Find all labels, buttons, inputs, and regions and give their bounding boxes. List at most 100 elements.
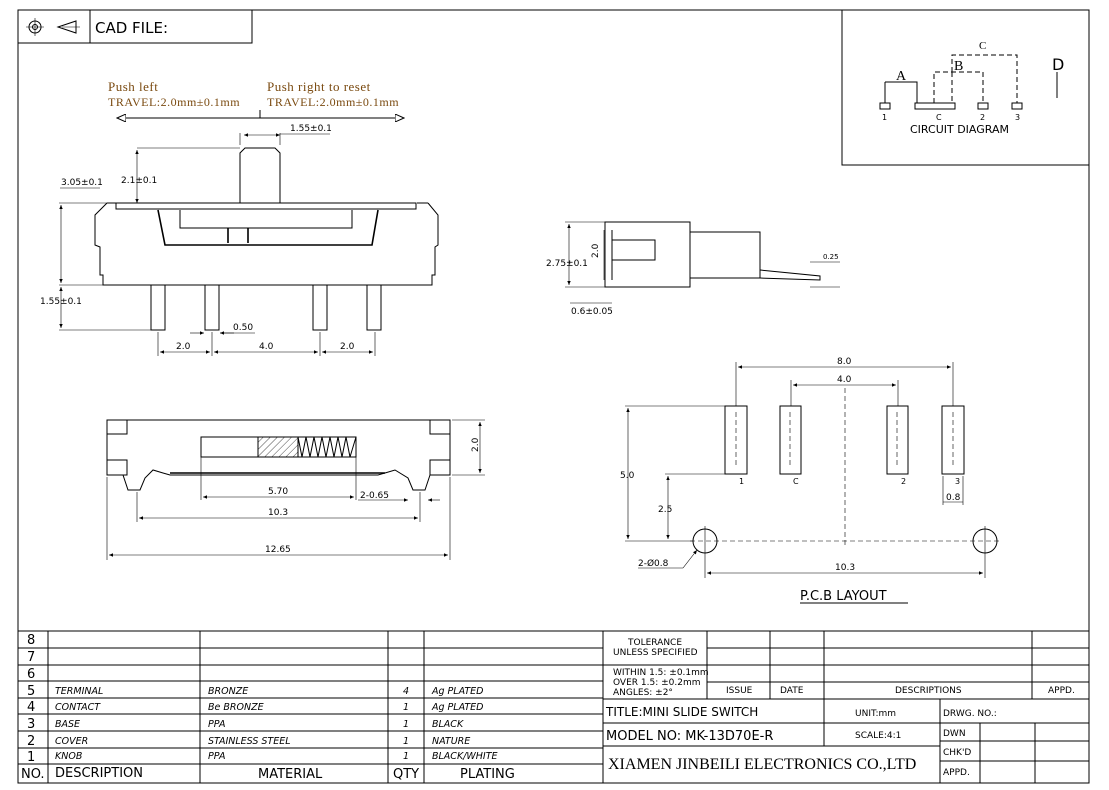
bom-description: COVER [55, 736, 88, 747]
drwg-no-label: DRWG. NO.: [943, 709, 997, 719]
pcb-dim-holes: 2-Ø0.8 [638, 558, 669, 569]
bom-header-no: NO. [21, 767, 45, 782]
bom-header-qty: QTY [393, 767, 419, 782]
bom-material: STAINLESS STEEL [208, 736, 291, 747]
chkd-label: CHK'D [943, 748, 971, 758]
bom-row-no-7: 7 [27, 650, 35, 665]
pcb-pad-c [779, 405, 802, 475]
bom-qty: 1 [403, 736, 409, 747]
bom-header-plating: PLATING [460, 767, 515, 782]
knob [239, 147, 281, 203]
circuit-label-d: D [1052, 55, 1064, 74]
bottom-view: 5.70 2-0.65 10.3 12.65 2.0 [106, 419, 485, 560]
circuit-label-c: C [979, 40, 986, 52]
descriptions-header: DESCRIPTIONS [895, 686, 962, 696]
pcb-title: P.C.B LAYOUT [800, 589, 887, 604]
circuit-diagram: A B C D 1 C 2 3 CIRCUIT DIAGRAM [841, 9, 1090, 166]
pcb-dim-height: 5.0 [620, 471, 635, 481]
circuit-label-b: B [954, 59, 963, 74]
circuit-pin-1: 1 [882, 113, 887, 122]
bom-description: CONTACT [55, 702, 101, 713]
title-block: TOLERANCE UNLESS SPECIFIED WITHIN 1.5: ±… [603, 631, 1089, 783]
tolerance-within: WITHIN 1.5: ±0.1mm [613, 668, 709, 678]
dim-pitch-left: 2.0 [176, 342, 191, 352]
dim-notch-span: 10.3 [268, 508, 288, 518]
tolerance-angles: ANGLES: ±2° [613, 688, 673, 698]
dim-pitch-center: 4.0 [259, 342, 274, 352]
front-view: Push left TRAVEL:2.0mm±0.1mm Push right … [40, 79, 439, 356]
bom-plating: BLACK [432, 719, 464, 730]
bom-no: 2 [27, 734, 35, 749]
travel-right-label: TRAVEL:2.0mm±0.1mm [267, 95, 399, 109]
dim-knob-width: 1.55±0.1 [290, 124, 332, 134]
pcb-dim-pad: 0.8 [946, 493, 961, 503]
travel-left-label: TRAVEL:2.0mm±0.1mm [108, 95, 240, 109]
drawing-frame [17, 9, 1090, 784]
bom-row-no-8: 8 [27, 633, 35, 648]
side-view: 2.75±0.1 2.0 0.6±0.05 0.25 [546, 221, 840, 317]
dim-side-base: 0.6±0.05 [571, 307, 613, 317]
spring [297, 436, 357, 458]
cad-file-label: CAD FILE: [95, 19, 168, 37]
bom-header-material: MATERIAL [258, 767, 323, 782]
pcb-pad-2 [886, 405, 909, 475]
issue-header: ISSUE [726, 686, 753, 696]
dim-pitch-right: 2.0 [340, 342, 355, 352]
pin-2 [312, 284, 328, 331]
bom-material: PPA [208, 751, 225, 762]
dim-lead: 0.25 [823, 253, 839, 261]
bom-plating: NATURE [432, 736, 470, 747]
scale-label: SCALE:4:1 [855, 731, 901, 741]
dim-pin-width: 0.50 [233, 323, 253, 333]
pcb-pin-1: 1 [739, 477, 744, 486]
bom-header-description: DESCRIPTION [55, 766, 143, 781]
pcb-dim-offset: 2.5 [658, 505, 672, 515]
bom-no: 4 [27, 700, 35, 715]
drawing-title: TITLE:MINI SLIDE SWITCH [605, 705, 758, 719]
pcb-pin-c: C [793, 477, 799, 486]
bom-material: BRONZE [208, 686, 248, 697]
bom-row: 1 KNOB PPA 1 BLACK/WHITE [27, 750, 498, 765]
push-left-label: Push left [108, 79, 158, 94]
tolerance-unless-label: UNLESS SPECIFIED [613, 648, 698, 658]
circuit-pin-2: 2 [980, 113, 985, 122]
circuit-pin-3: 3 [1015, 113, 1020, 122]
bom-qty: 1 [403, 702, 409, 713]
bom-qty: 1 [403, 751, 409, 762]
pcb-dim-hole-span: 10.3 [835, 563, 855, 573]
circuit-title: CIRCUIT DIAGRAM [910, 123, 1009, 136]
bom-description: BASE [55, 719, 80, 730]
dim-body-height: 3.05±0.1 [61, 178, 103, 188]
bom-no: 3 [27, 717, 35, 732]
pin-3 [366, 284, 382, 331]
bom-no: 5 [27, 684, 35, 699]
circuit-label-a: A [896, 69, 907, 84]
dim-knob-height: 2.1±0.1 [121, 176, 157, 186]
pcb-pin-2: 2 [901, 477, 906, 486]
dim-slot: 5.70 [268, 487, 288, 497]
dim-pin-length: 1.55±0.1 [40, 297, 82, 307]
bom-material: PPA [208, 719, 225, 730]
bom-no: 1 [27, 750, 35, 765]
dim-side-height: 2.75±0.1 [546, 259, 588, 269]
bom-row: 4 CONTACT Be BRONZE 1 Ag PLATED [27, 700, 484, 715]
dim-notch: 2-0.65 [360, 491, 389, 501]
bom-row: 2 COVER STAINLESS STEEL 1 NATURE [27, 734, 470, 749]
bom-plating: BLACK/WHITE [432, 751, 498, 762]
pcb-dim-outer: 8.0 [837, 357, 852, 367]
bom-description: TERMINAL [55, 686, 103, 697]
bom-material: Be BRONZE [208, 702, 264, 713]
pcb-pin-3: 3 [955, 477, 960, 486]
bom-description: KNOB [55, 751, 82, 762]
unit-label: UNIT:mm [855, 709, 896, 719]
pcb-layout: 1 C 2 3 8.0 4.0 0.8 5.0 2.5 2-Ø0.8 10.3 … [620, 357, 1000, 604]
dwn-label: DWN [943, 729, 966, 739]
push-right-label: Push right to reset [267, 79, 371, 94]
bom-row: 3 BASE PPA 1 BLACK [27, 717, 464, 732]
tolerance-over: OVER 1.5: ±0.2mm [613, 678, 700, 688]
dim-side-inner: 2.0 [591, 243, 601, 258]
date-header: DATE [780, 686, 804, 696]
tolerance-label: TOLERANCE [627, 638, 682, 648]
bom-row: 5 TERMINAL BRONZE 4 Ag PLATED [27, 684, 484, 699]
